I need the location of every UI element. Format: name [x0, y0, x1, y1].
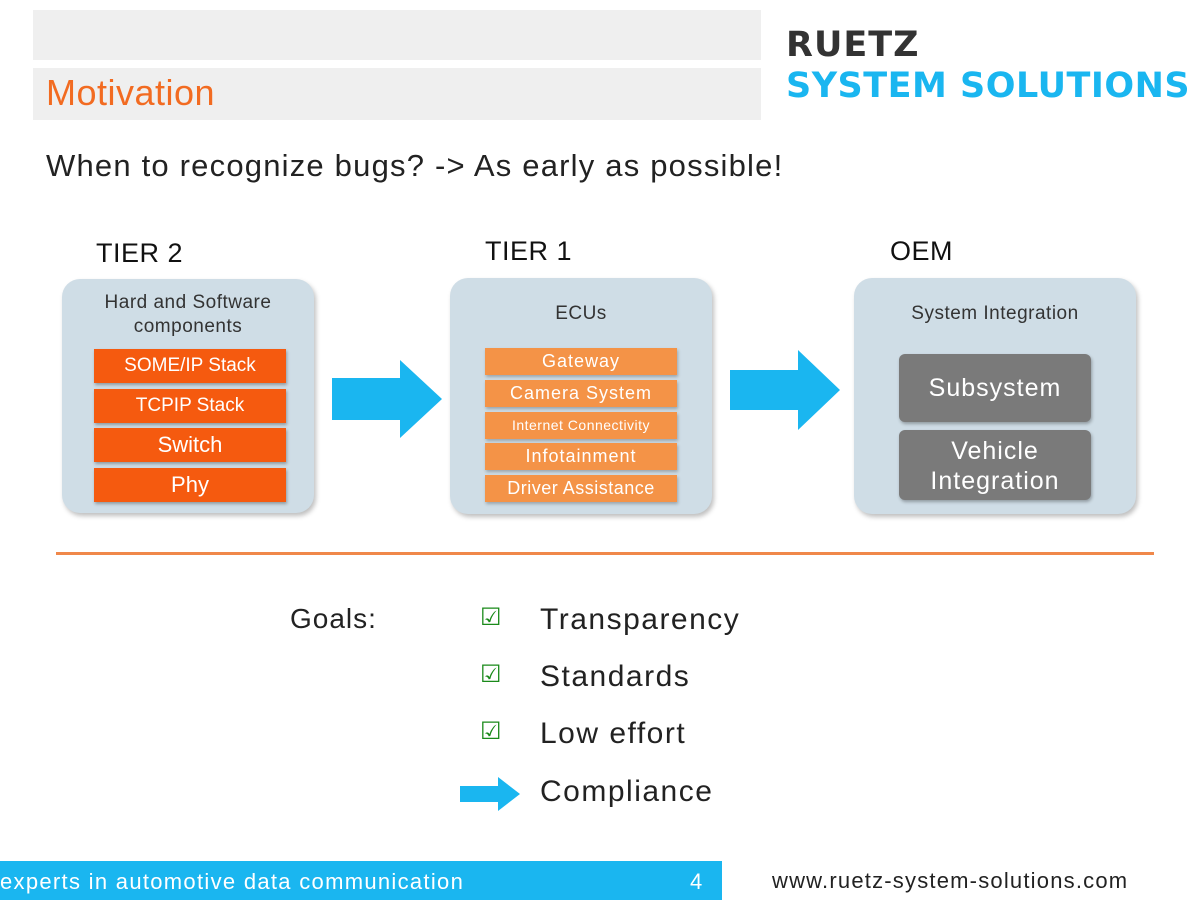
tier-1-item: Gateway: [485, 348, 677, 375]
tier-2-item: SOME/IP Stack: [94, 349, 286, 383]
right-arrow-icon: [460, 777, 520, 811]
oem-panel: System Integration Subsystem Vehicle Int…: [854, 278, 1136, 514]
tier-1-item: Infotainment: [485, 443, 677, 470]
oem-item: Subsystem: [899, 354, 1091, 422]
footer-bar: experts in automotive data communication…: [0, 861, 722, 900]
tier-2-item: TCPIP Stack: [94, 389, 286, 423]
checked-box-icon: ☑: [480, 717, 502, 745]
right-arrow-icon: [730, 350, 840, 430]
goal-text: Transparency: [540, 603, 741, 636]
goal-text: Low effort: [540, 717, 687, 750]
logo-line-2: SYSTEM SOLUTIONS: [786, 66, 1191, 106]
question-text: When to recognize bugs? -> As early as p…: [46, 148, 784, 183]
goal-text: Standards: [540, 660, 691, 693]
tier-2-panel: Hard and Software components SOME/IP Sta…: [62, 279, 314, 513]
title-bar: [33, 68, 761, 120]
oem-panel-title: System Integration: [911, 303, 1079, 324]
checked-box-icon: ☑: [480, 603, 502, 631]
footer-tagline: experts in automotive data communication: [0, 869, 465, 894]
checked-box-icon: ☑: [480, 660, 502, 688]
tier-1-item: Driver Assistance: [485, 475, 677, 502]
tier-1-panel-title: ECUs: [555, 303, 607, 324]
tier-2-item: Switch: [94, 428, 286, 462]
tier-2-panel-title: Hard and Software components: [104, 292, 272, 337]
tier-1-item: Camera System: [485, 380, 677, 407]
goal-text: Compliance: [540, 775, 714, 808]
tier-1-label: TIER 1: [485, 236, 573, 266]
page-number: 4: [690, 869, 703, 894]
header-bar: [33, 10, 761, 60]
right-arrow-icon: [332, 360, 442, 438]
oem-item: Vehicle Integration: [899, 430, 1091, 500]
oem-label: OEM: [890, 236, 954, 266]
tier-1-panel: ECUs Gateway Camera System Internet Conn…: [450, 278, 712, 514]
slide-title: Motivation: [46, 72, 216, 113]
tier-2-label: TIER 2: [96, 238, 184, 268]
tier-2-item: Phy: [94, 468, 286, 502]
section-divider: [56, 552, 1154, 555]
footer-url: www.ruetz-system-solutions.com: [772, 868, 1129, 893]
tier-1-item: Internet Connectivity: [485, 412, 677, 439]
company-logo: RUETZ SYSTEM SOLUTIONS: [786, 28, 1190, 104]
goals-label: Goals:: [290, 603, 377, 634]
logo-line-1: RUETZ: [786, 25, 920, 65]
